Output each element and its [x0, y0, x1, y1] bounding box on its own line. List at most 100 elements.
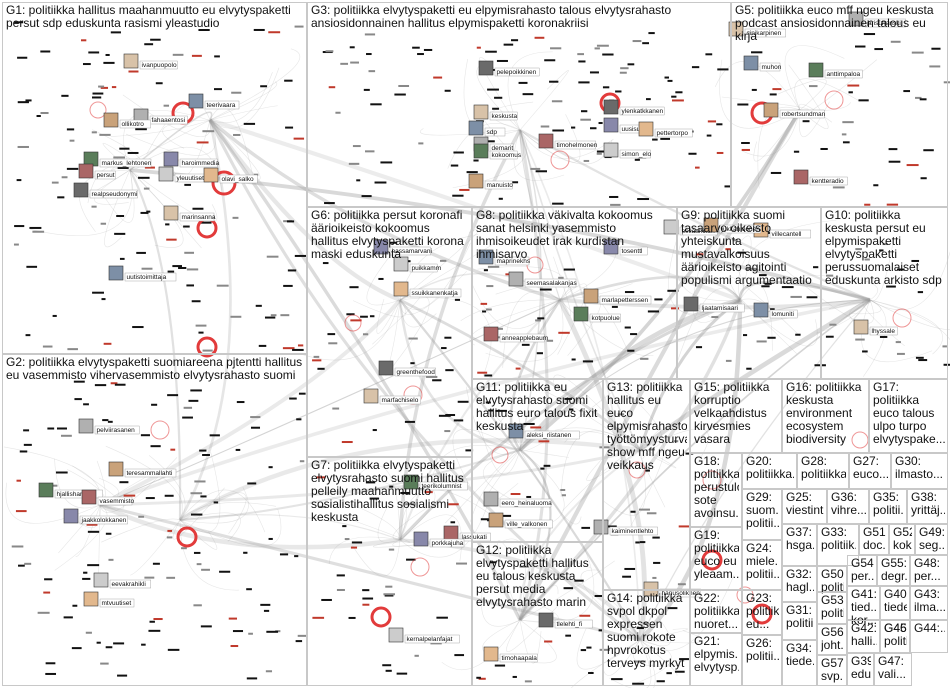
- network-edge: [519, 70, 569, 131]
- node-avatar: [78, 163, 94, 179]
- node-mark: [448, 503, 459, 506]
- node-mark: [596, 44, 609, 47]
- network-edge: [209, 71, 273, 124]
- group-box-g40: G40: tiede...: [880, 586, 910, 620]
- node-mark: [362, 333, 369, 336]
- network-node: lomuniti: [753, 302, 798, 319]
- node-label: yleuutiset: [177, 175, 205, 182]
- network-edge: [482, 449, 521, 507]
- node-mark: [96, 641, 101, 644]
- node-mark: [895, 341, 901, 344]
- node-mark: [423, 48, 433, 51]
- group-label-g49: G49: seg...: [919, 526, 945, 552]
- node-label: haroimmedia: [182, 160, 220, 167]
- node-mark: [432, 379, 442, 382]
- network-edge: [101, 518, 181, 543]
- network-edge: [99, 502, 401, 550]
- group-box-g41: G41: tied... kor...: [847, 586, 880, 627]
- network-node: sinikarpinen: [728, 21, 786, 37]
- node-mark: [564, 397, 572, 400]
- node-mark: [485, 50, 497, 53]
- node-mark: [250, 416, 261, 419]
- node-label: sinikarpinen: [747, 30, 782, 37]
- node-mark: [100, 86, 109, 89]
- network-node: seemasalakanjas: [508, 271, 577, 287]
- network-edge: [92, 129, 142, 171]
- network-node: yleuutiset: [158, 166, 210, 183]
- node-mark: [882, 243, 888, 246]
- network-edge: [739, 284, 773, 351]
- node-mark: [454, 654, 465, 657]
- network-node: robertsundman: [763, 102, 826, 119]
- node-label: aleksi_riistanen: [527, 432, 572, 439]
- node-mark: [929, 65, 941, 68]
- highlight-ring: [176, 526, 198, 548]
- node-mark: [37, 611, 50, 614]
- group-box-g2: G2: politiikka elvytyspaketti suomiareen…: [2, 354, 307, 686]
- node-label: eevakrahikli: [112, 581, 146, 588]
- node-mark: [248, 632, 253, 635]
- network-edge: [465, 386, 521, 455]
- group-box-g55: G55: degr...: [877, 555, 910, 586]
- group-box-g9: G9: politiikka suomi tasaarvo oikeisto y…: [677, 207, 821, 379]
- network-edge: [849, 299, 880, 334]
- node-mark: [100, 222, 107, 225]
- node-mark: [546, 339, 554, 342]
- group-label-g40: G40: tiede...: [884, 588, 907, 614]
- node-mark: [482, 310, 487, 313]
- network-edge: [851, 299, 882, 315]
- node-mark: [182, 416, 193, 419]
- network-edge: [445, 438, 529, 524]
- node-mark: [202, 130, 215, 133]
- node-mark: [609, 195, 619, 198]
- node-mark: [324, 202, 335, 205]
- group-label-g15: G15: politiikka korruptio velkaahdistus …: [694, 381, 770, 446]
- node-avatar: [163, 151, 179, 167]
- network-edge: [869, 299, 950, 341]
- network-node: puikkamm: [393, 256, 441, 272]
- node-label: simon_elo: [622, 151, 652, 158]
- network-node: lassukati: [443, 525, 491, 541]
- node-mark: [72, 604, 78, 607]
- node-avatar: [603, 99, 619, 115]
- network-edge: [509, 299, 562, 451]
- node-mark: [645, 469, 650, 472]
- node-label-bg: [119, 119, 151, 129]
- node-mark: [725, 248, 731, 251]
- node-label: realpseudonymi: [92, 191, 138, 198]
- node-mark: [268, 31, 281, 34]
- node-mark: [737, 251, 746, 254]
- node-mark: [344, 538, 350, 541]
- node-mark: [385, 585, 393, 588]
- network-node: teerivaara: [188, 93, 240, 110]
- node-label: tosenttl: [622, 248, 644, 255]
- node-avatar: [603, 142, 619, 158]
- node-mark: [848, 91, 853, 94]
- network-edge: [460, 299, 561, 321]
- node-mark: [634, 158, 640, 161]
- node-mark: [630, 510, 636, 513]
- node-label: kaiminentlehto: [612, 528, 654, 535]
- node-mark: [874, 48, 884, 51]
- node-mark: [864, 258, 870, 261]
- network-node: haroimmedia: [163, 151, 220, 168]
- node-label: maprinekhs: [497, 258, 531, 265]
- network-edge: [639, 428, 662, 460]
- node-mark: [83, 571, 88, 574]
- network-edge: [399, 299, 437, 328]
- network-edge: [209, 118, 741, 302]
- network-edge: [179, 512, 241, 542]
- node-mark: [280, 314, 290, 317]
- node-label-bg: [494, 67, 540, 77]
- node-label-bg: [769, 309, 798, 319]
- node-mark: [108, 558, 114, 561]
- group-label-g39: G39: edu...: [851, 655, 871, 681]
- group-label-g43: G43: ilma...: [914, 588, 945, 614]
- network-node: marinsanna: [163, 205, 216, 222]
- group-label-g52: G52: kok...: [893, 526, 912, 552]
- network-node: tlelehti_fi: [538, 612, 593, 628]
- node-mark: [91, 131, 97, 134]
- group-label-g7: G7: politiikka elvytyspaketti elvytysrah…: [311, 459, 464, 524]
- node-label: kotpuolue: [592, 315, 621, 322]
- node-mark: [483, 140, 495, 143]
